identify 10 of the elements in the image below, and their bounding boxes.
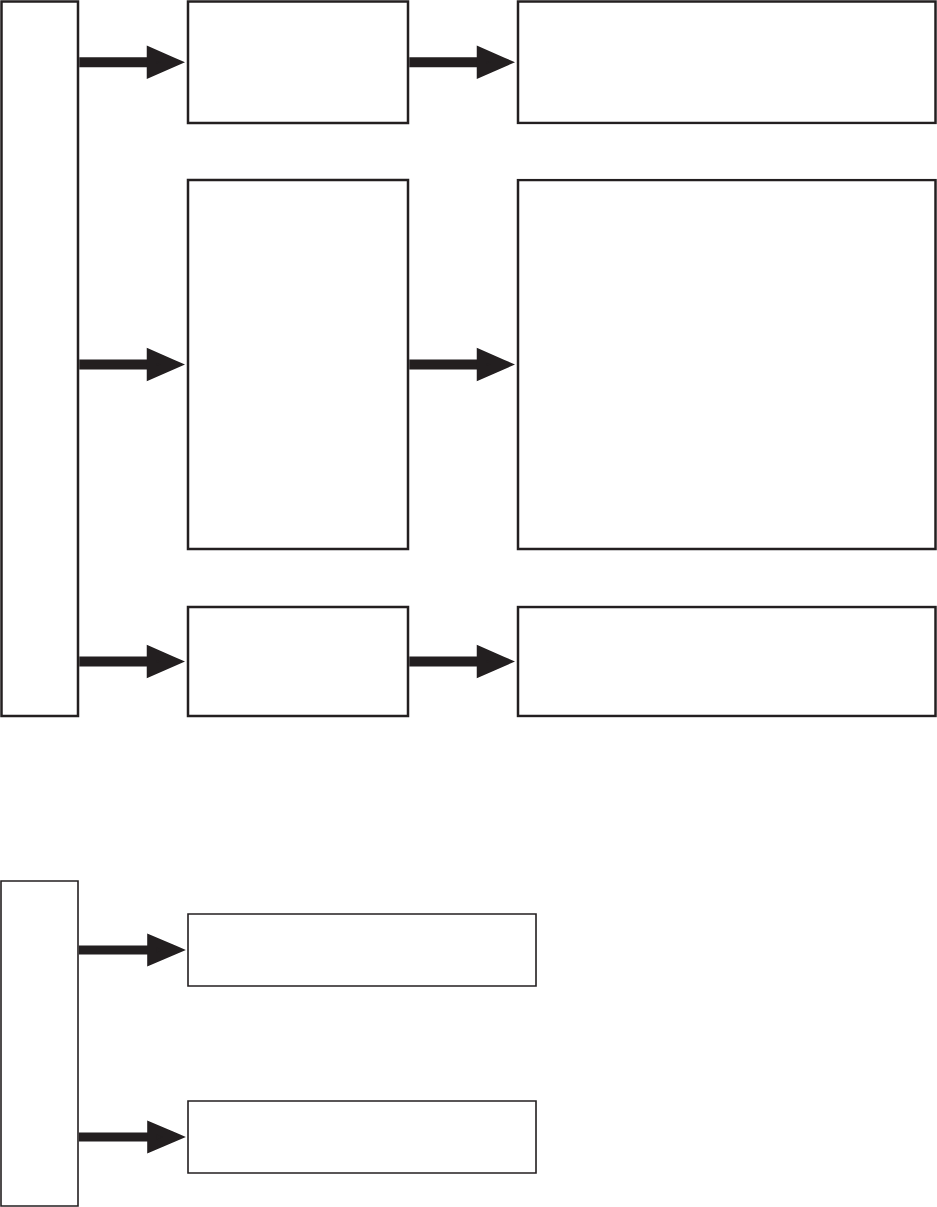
blank-box [0,880,79,1207]
blank-box [187,913,537,987]
blank-box [187,1100,537,1174]
blank-box [186,178,410,551]
blank-box [186,605,410,718]
blank-box [516,178,937,551]
blank-box [516,605,937,718]
blank-box [0,0,80,718]
blank-box [516,0,937,125]
blank-box [186,0,410,125]
